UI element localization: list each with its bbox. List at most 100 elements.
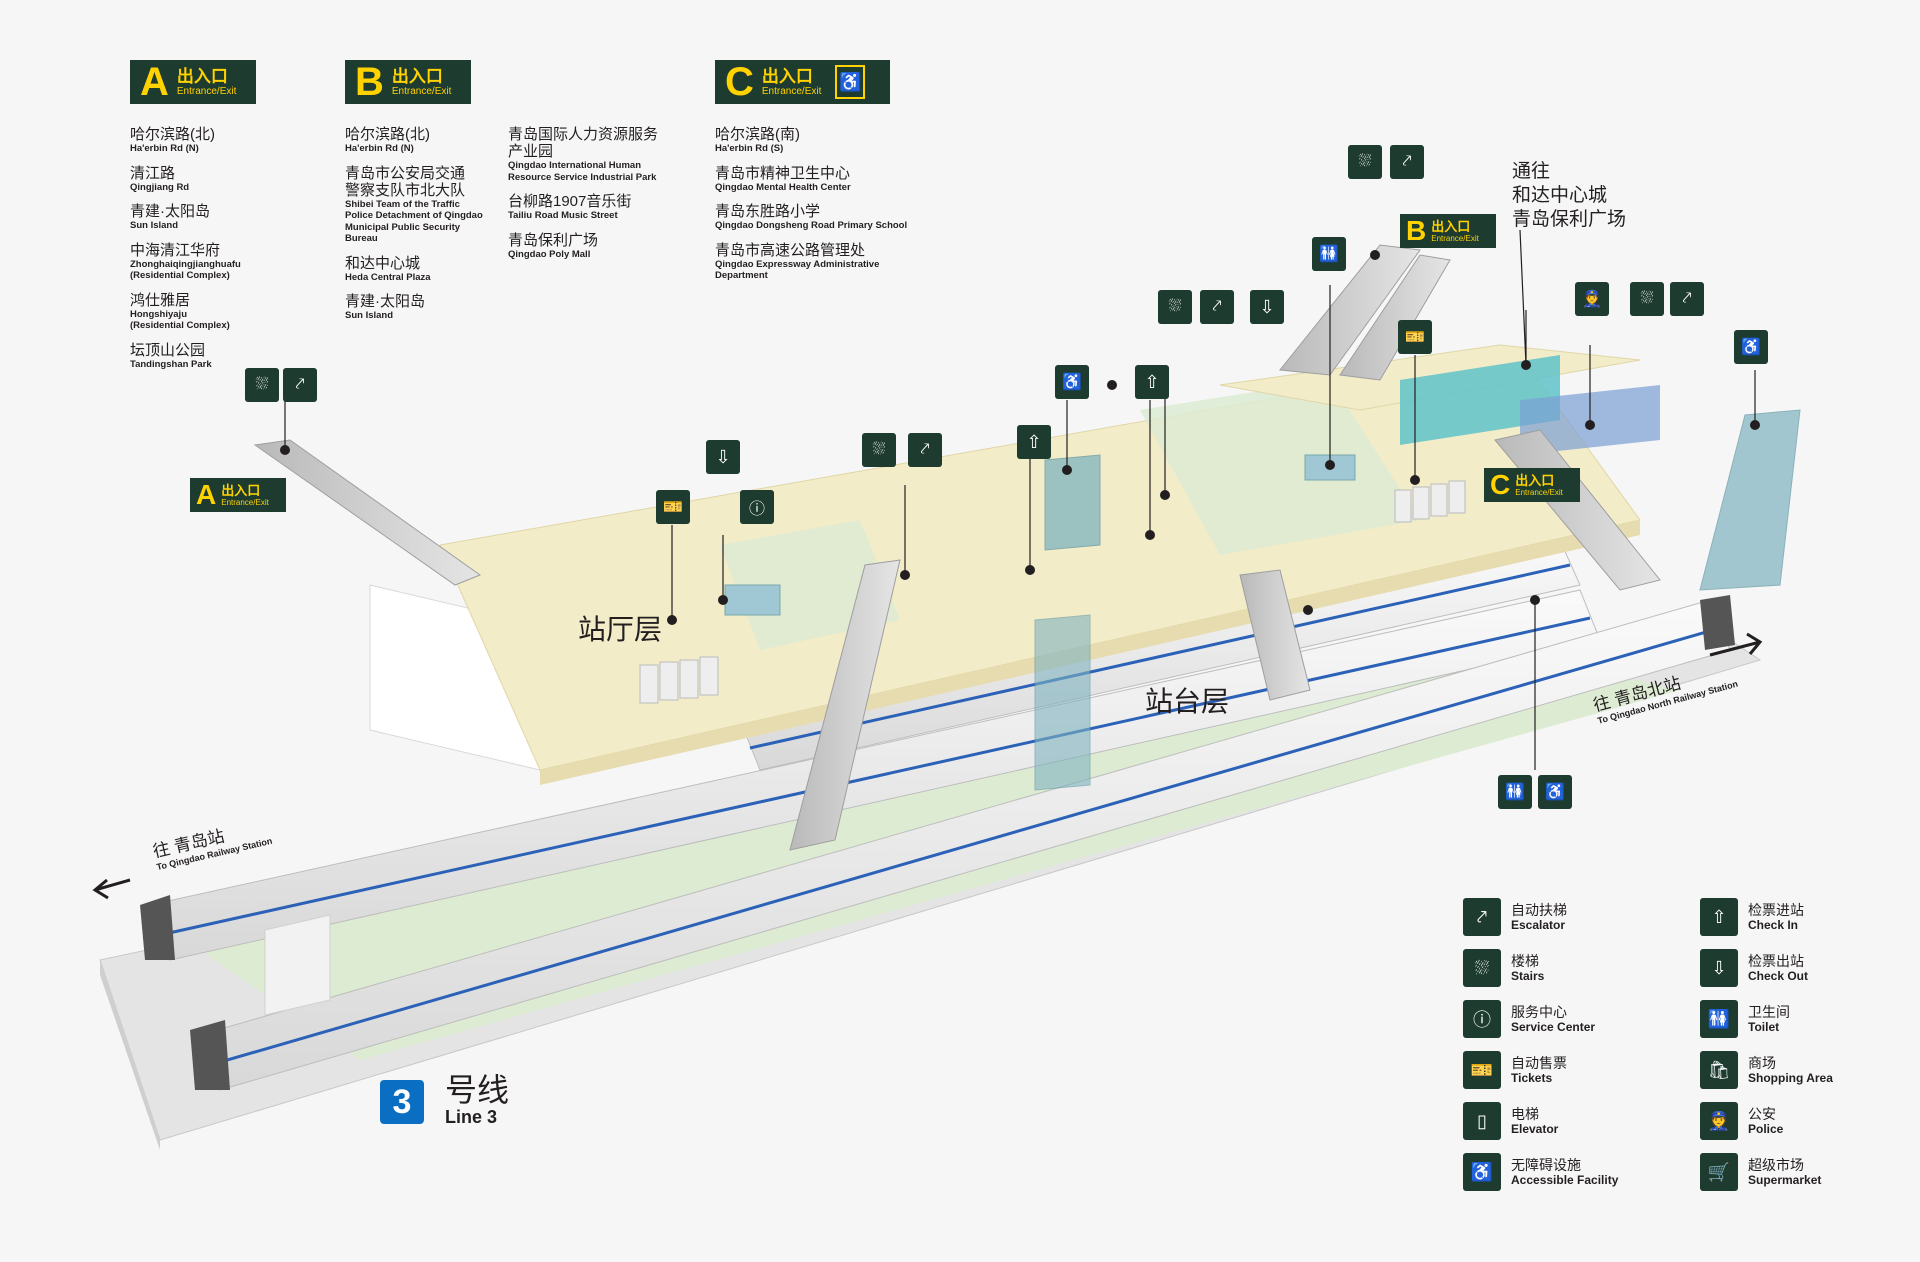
destination-en: Ha'erbin Rd (S) [715, 143, 784, 154]
escalator-icon: ⤤ [1390, 145, 1424, 179]
destination-cn: 和达中心城 [345, 254, 421, 272]
destination-en: Qingjiang Rd [130, 181, 190, 193]
arrow-left [94, 878, 131, 892]
tickets-icon: 🎫 [656, 490, 690, 524]
destination-en: Qingdao Expressway Administrative Depart… [715, 258, 880, 282]
entrance-B-letter: B [355, 60, 384, 104]
shopping-icon: 🛍 [1700, 1051, 1738, 1089]
concourse-label: 站厅层 [578, 613, 663, 646]
line-3-badge: 3 [380, 1080, 424, 1124]
legend-label-en: Service Center [1511, 1020, 1596, 1034]
supermarket-icon: 🛒 [1700, 1153, 1738, 1191]
destination-en: Ha'erbin Rd (N) [345, 143, 414, 154]
legend-label-en: Shopping Area [1748, 1071, 1833, 1085]
legend-label-en: Elevator [1511, 1122, 1559, 1136]
check-out-icon: ⇩ [1250, 290, 1284, 324]
legend-label-cn: 公安 [1748, 1106, 1776, 1122]
police-icon: 👮 [1700, 1102, 1738, 1140]
toilet-icon: 🚻 [1498, 775, 1532, 809]
police-icon: 👮 [1575, 282, 1609, 316]
legend-label-en: Supermarket [1748, 1173, 1822, 1187]
escalator-A [253, 439, 482, 586]
tickets-icon: 🎫 [1463, 1051, 1501, 1089]
destination-en: Qingdao International Human Resource Ser… [508, 160, 657, 183]
escalator-B [1279, 244, 1421, 376]
entrance-A-en: Entrance/Exit [176, 85, 237, 97]
legend-label-en: Stairs [1511, 969, 1545, 983]
legend-label-cn: 自动扶梯 [1511, 902, 1567, 918]
entrance-A-letter: A [140, 60, 169, 104]
concourse-green-zone [1140, 380, 1420, 555]
ticket-machines-left [639, 656, 719, 704]
legend-label-cn: 卫生间 [1748, 1004, 1790, 1020]
destination-cn: 青建·太阳岛 [130, 203, 210, 220]
check-in-icon: ⇧ [1135, 365, 1169, 399]
legend-label-en: Accessible Facility [1511, 1173, 1619, 1187]
stairs-icon: ⛆ [1463, 949, 1501, 987]
tickets-icon: 🎫 [1398, 320, 1432, 354]
stairs-icon: ⛆ [862, 433, 896, 467]
legend-label-cn: 自动售票 [1511, 1055, 1567, 1071]
stairs-icon: ⛆ [1630, 282, 1664, 316]
destination-cn: 青岛市高速公路管理处 [715, 241, 866, 259]
destination-cn: 青岛国际人力资源服务 产业园 [508, 126, 659, 160]
legend-label-en: Tickets [1511, 1071, 1553, 1085]
destination-en: Heda Central Plaza [345, 271, 431, 283]
destination-en: Ha'erbin Rd (N) [130, 143, 199, 154]
via-label: 通往 和达中心城 青岛保利广场 [1512, 161, 1627, 230]
legend-label-en: Toilet [1748, 1020, 1780, 1034]
legend-label-cn: 电梯 [1511, 1106, 1539, 1122]
accessible-icon: ♿ [1538, 775, 1572, 809]
entrance-A-destination-item: 哈尔滨路(北)Ha'erbin Rd (N) [130, 126, 330, 155]
elevator-icon: ♿ [835, 65, 866, 99]
elevator-shaft-2 [1034, 614, 1091, 791]
entrance-C-en: Entrance/Exit [761, 85, 822, 97]
destination-cn: 台柳路1907音乐街 [508, 193, 632, 210]
destination-cn: 哈尔滨路(北) [345, 126, 430, 143]
legend-label-cn: 超级市场 [1748, 1157, 1804, 1173]
escalator-icon: ⤤ [1200, 290, 1234, 324]
destination-en: Hongshiyaju (Residential Complex) [130, 308, 230, 332]
entrance-A-cn: 出入口 [176, 66, 228, 86]
entrance-C-destination-item: 哈尔滨路(南)Ha'erbin Rd (S) [715, 126, 955, 155]
legend-label-en: Escalator [1511, 918, 1566, 932]
destination-cn: 青建·太阳岛 [345, 293, 425, 310]
destination-cn: 青岛东胜路小学 [715, 203, 821, 220]
destination-en: Sun Island [130, 220, 179, 231]
destination-cn: 清江路 [130, 164, 176, 182]
entrance-B-destination-item: 哈尔滨路(北)Ha'erbin Rd (N) [345, 126, 505, 155]
entrance-C-letter: C [725, 60, 754, 104]
destination-en: Qingdao Dongsheng Road Primary School [715, 220, 908, 231]
service-center-icon: ⓘ [740, 490, 774, 524]
escalator-icon: ⤤ [908, 433, 942, 467]
elevator-icon: ▯ [1463, 1102, 1501, 1140]
destination-en: Qingdao Mental Health Center [715, 181, 851, 193]
stairs-icon: ⛆ [1348, 145, 1382, 179]
legend-label-cn: 楼梯 [1511, 953, 1539, 969]
check-in-icon: ⇧ [1017, 425, 1051, 459]
